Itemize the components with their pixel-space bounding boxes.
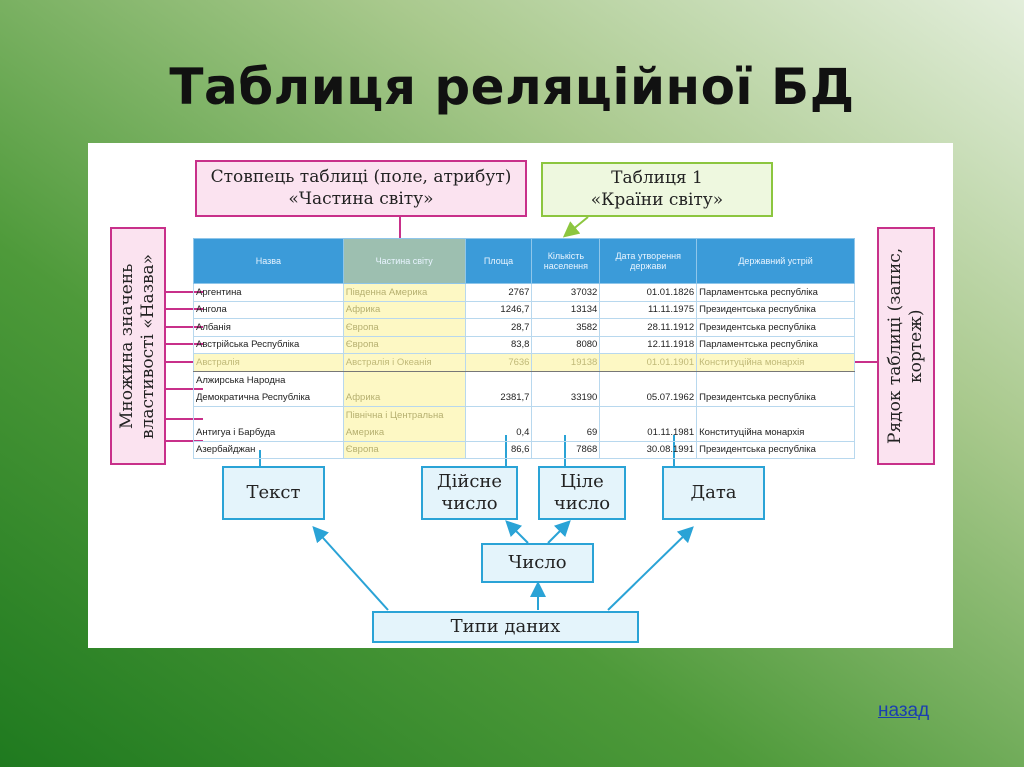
type-date-box: Дата: [662, 466, 765, 520]
cell-area: 28,7: [464, 318, 533, 337]
cell-area: 1246,7: [464, 300, 533, 319]
cell-area: 83,8: [464, 335, 533, 354]
type-real-box: Дійсне число: [421, 466, 518, 520]
row-callout: Рядок таблиці (запис, кортеж): [877, 227, 935, 465]
cell-date: 12.11.1918: [599, 335, 698, 354]
cell-date: 30.08.1991: [599, 440, 698, 459]
slide-title: Таблиця реляційної БД: [169, 58, 855, 116]
cell-area: 86,6: [464, 440, 533, 459]
cell-part: Європа: [342, 440, 466, 459]
cell-part: Австралія і Океанія: [342, 353, 466, 372]
data-types-box: Типи даних: [372, 611, 639, 643]
header-area: Площа: [464, 238, 533, 284]
cell-date: 01.01.1901: [599, 353, 698, 372]
table-row: Алжирська Народна Демократична Республік…: [193, 370, 855, 407]
cell-government: Президентська республіка: [696, 370, 855, 407]
cell-part: Європа: [342, 335, 466, 354]
cell-population: 37032: [531, 283, 601, 302]
cell-name: Аргентина: [193, 283, 344, 302]
cell-government: Парламентська республіка: [696, 283, 855, 302]
cell-name: Алжирська Народна Демократична Республік…: [193, 370, 344, 407]
cell-name: Азербайджан: [193, 440, 344, 459]
cell-name: Антигуа і Барбуда: [193, 405, 344, 442]
cell-part: Північна і Центральна Америка: [342, 405, 466, 442]
header-government: Державний устрій: [696, 238, 855, 284]
back-link[interactable]: назад: [878, 700, 930, 721]
cell-name: Австрійська Республіка: [193, 335, 344, 354]
table-header-row: Назва Частина світу Площа Кількість насе…: [193, 238, 855, 284]
type-number-box: Число: [481, 543, 594, 583]
type-int-box: Ціле число: [538, 466, 626, 520]
cell-area: 7636: [464, 353, 533, 372]
cell-date: 05.07.1962: [599, 370, 698, 407]
cell-population: 13134: [531, 300, 601, 319]
values-callout: Множина значень властивості «Назва»: [110, 227, 166, 465]
header-population: Кількість населення: [531, 238, 601, 284]
cell-date: 28.11.1912: [599, 318, 698, 337]
cell-population: 69: [531, 405, 601, 442]
cell-date: 01.01.1826: [599, 283, 698, 302]
cell-area: 2767: [464, 283, 533, 302]
cell-area: 2381,7: [464, 370, 533, 407]
cell-name: Ангола: [193, 300, 344, 319]
diagram-panel: Стовпець таблиці (поле, атрибут) «Частин…: [88, 143, 953, 648]
header-name: Назва: [193, 238, 344, 284]
cell-part: Європа: [342, 318, 466, 337]
cell-name: Албанія: [193, 318, 344, 337]
table-callout: Таблиця 1 «Країни світу»: [541, 162, 773, 217]
cell-government: Президентська республіка: [696, 300, 855, 319]
cell-population: 7868: [531, 440, 601, 459]
column-callout: Стовпець таблиці (поле, атрибут) «Частин…: [195, 160, 527, 217]
cell-population: 19138: [531, 353, 601, 372]
cell-population: 3582: [531, 318, 601, 337]
cell-government: Президентська республіка: [696, 318, 855, 337]
cell-government: Парламентська республіка: [696, 335, 855, 354]
header-date: Дата утворення держави: [599, 238, 698, 284]
cell-population: 33190: [531, 370, 601, 407]
countries-table: Назва Частина світу Площа Кількість насе…: [193, 238, 855, 459]
cell-date: 01.11.1981: [599, 405, 698, 442]
cell-name: Австралія: [193, 353, 344, 372]
cell-area: 0,4: [464, 405, 533, 442]
type-text-box: Текст: [222, 466, 325, 520]
cell-part: Південна Америка: [342, 283, 466, 302]
cell-government: Конституційна монархія: [696, 353, 855, 372]
cell-part: Африка: [342, 370, 466, 407]
cell-population: 8080: [531, 335, 601, 354]
cell-government: Президентська республіка: [696, 440, 855, 459]
cell-date: 11.11.1975: [599, 300, 698, 319]
cell-part: Африка: [342, 300, 466, 319]
header-part: Частина світу: [342, 238, 466, 284]
cell-government: Конституційна монархія: [696, 405, 855, 442]
